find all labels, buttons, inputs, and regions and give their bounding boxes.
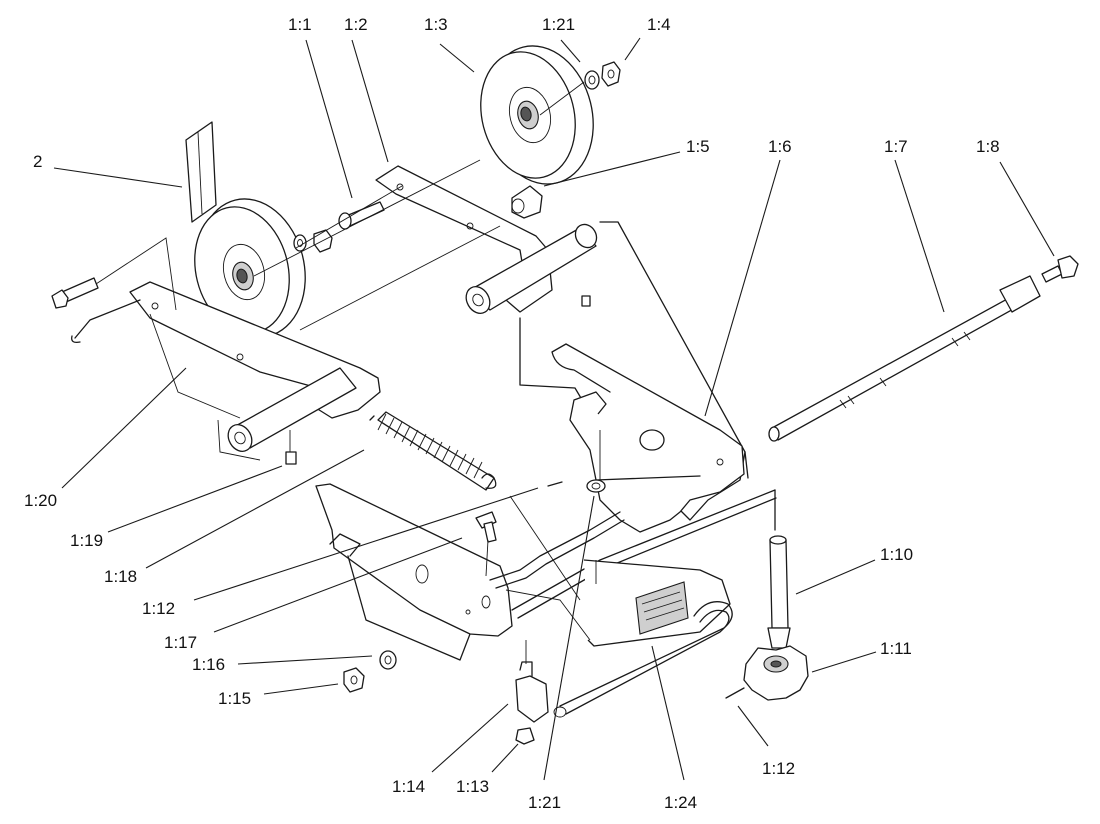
bolt-left <box>51 277 99 309</box>
lower-arm-tube <box>227 367 357 452</box>
spacer-1-5 <box>511 185 543 219</box>
pulley-lower <box>194 198 306 338</box>
stud-1-19 <box>285 430 297 465</box>
callout-1-3: 1:3 <box>424 15 448 34</box>
bolt-1-8 <box>1041 255 1079 283</box>
callout-1-18: 1:18 <box>104 567 137 586</box>
callout-labels: 2 1:1 1:2 1:3 1:21 1:4 1:5 1:6 1:7 1:8 1… <box>24 15 1000 812</box>
rod-end-collar <box>999 275 1041 313</box>
leader-lines <box>53 37 1055 781</box>
bracket-1-14 <box>515 661 549 723</box>
callout-1-17: 1:17 <box>164 633 197 652</box>
callout-1-20: 1:20 <box>24 491 57 510</box>
callout-1-2: 1:2 <box>344 15 368 34</box>
shaft-1-10 <box>767 489 791 649</box>
callout-1-7: 1:7 <box>884 137 908 156</box>
nut-1-13 <box>515 727 535 745</box>
nut-top <box>601 61 621 87</box>
stud-top <box>581 295 591 307</box>
bolt-1-1 <box>338 201 385 230</box>
callout-1-13: 1:13 <box>456 777 489 796</box>
callout-1-16: 1:16 <box>192 655 225 674</box>
callout-1-6: 1:6 <box>768 137 792 156</box>
base-plate <box>553 559 733 718</box>
pin-1-12-left <box>547 481 563 487</box>
lower-frame-plate <box>315 483 513 661</box>
callout-1-15: 1:15 <box>218 689 251 708</box>
knob-1-11 <box>743 645 809 701</box>
callout-1-24: 1:24 <box>664 793 697 812</box>
threaded-rod <box>768 291 1027 442</box>
right-frame-plate <box>551 343 745 533</box>
spring <box>369 411 497 491</box>
callout-1-10: 1:10 <box>880 545 913 564</box>
callout-1-12-left: 1:12 <box>142 599 175 618</box>
callout-1-12-right: 1:12 <box>762 759 795 778</box>
callout-1-4: 1:4 <box>647 15 671 34</box>
upper-arm-tube <box>465 223 598 314</box>
nut-1-15 <box>343 667 365 693</box>
pin-1-12-right <box>725 687 745 699</box>
callout-1-1: 1:1 <box>288 15 312 34</box>
callout-1-8: 1:8 <box>976 137 1000 156</box>
bolt-lower-plate <box>475 511 497 543</box>
part-2-bracket <box>185 121 217 223</box>
callout-2: 2 <box>33 152 42 171</box>
washer-1-16 <box>379 650 397 670</box>
callout-1-21-bottom: 1:21 <box>528 793 561 812</box>
callout-1-14: 1:14 <box>392 777 425 796</box>
assembly-guides <box>95 81 601 664</box>
callout-1-21-top: 1:21 <box>542 15 575 34</box>
washer-lower-pulley <box>293 229 333 253</box>
washer-bottom <box>586 479 606 493</box>
callout-1-5: 1:5 <box>686 137 710 156</box>
callout-1-11: 1:11 <box>880 639 912 658</box>
washer-top <box>584 70 600 90</box>
idler-arm-upper <box>375 165 553 313</box>
pulley-upper <box>480 45 594 185</box>
callout-1-19: 1:19 <box>70 531 103 550</box>
